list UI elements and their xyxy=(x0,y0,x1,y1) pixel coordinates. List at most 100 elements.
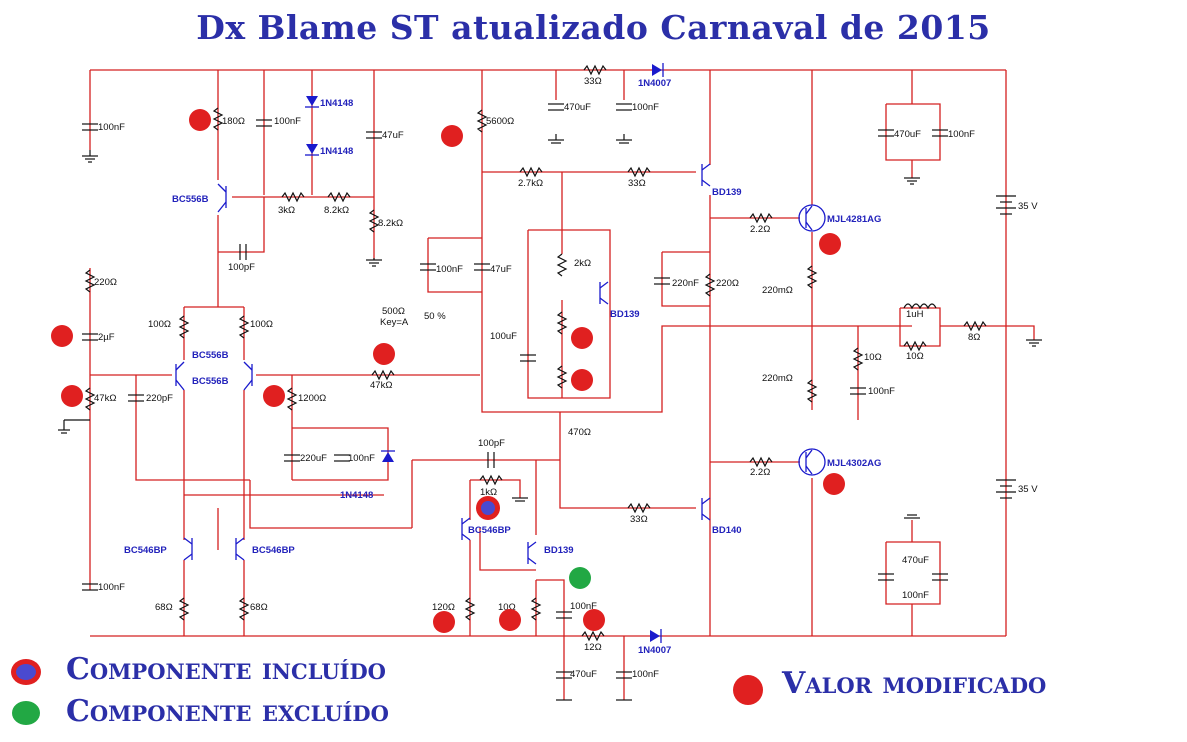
transistor-bd139-vbe xyxy=(599,281,609,305)
modified-dot xyxy=(373,343,395,365)
capacitor-47uf-top xyxy=(366,131,382,139)
capacitor-100nf-zob xyxy=(850,387,866,395)
resistor-220-right xyxy=(704,273,716,297)
label-q-bd139-bot: BD139 xyxy=(544,545,574,556)
legend-excluded-label: Componente excluído xyxy=(66,694,389,729)
label-c-100nf-in2: 100nF xyxy=(98,582,125,593)
label-d-1n4148-fb: 1N4148 xyxy=(340,490,373,501)
transistor-bc556b-l xyxy=(175,361,185,391)
label-r-220-right: 220Ω xyxy=(716,278,739,289)
inductor-1uh xyxy=(903,303,937,310)
transistor-bc556b-r xyxy=(243,361,253,391)
label-r-2k: 2kΩ xyxy=(574,258,591,269)
legend-included-icon-center xyxy=(16,664,36,680)
label-v-35-bot: 35 V xyxy=(1018,484,1038,495)
page-title: Dx Blame ST atualizado Carnaval de 2015 xyxy=(196,8,991,47)
label-c-100nf-top2: 100nF xyxy=(632,102,659,113)
resistor-33-bot xyxy=(627,502,651,514)
label-r-10-l: 10Ω xyxy=(906,351,924,362)
resistor-2k2-top xyxy=(749,212,773,224)
capacitor-100nf-in2 xyxy=(82,583,98,591)
label-pot-pct: 50 % xyxy=(424,311,446,322)
ground-right-top xyxy=(904,177,920,185)
label-c-100nf-mid: 100nF xyxy=(436,264,463,275)
label-r-220m-top: 220mΩ xyxy=(762,285,793,296)
transistor-bc546bp-r xyxy=(235,537,245,561)
label-r-10-bot: 10Ω xyxy=(498,602,516,613)
resistor-100-l xyxy=(178,315,190,339)
capacitor-100nf-in xyxy=(82,123,98,131)
resistor-10-bot xyxy=(530,597,542,621)
diode-1n4148-fb xyxy=(382,452,394,462)
capacitor-47uf-mid xyxy=(474,263,490,271)
label-pot-500: 500Ω xyxy=(382,306,405,317)
legend-modified-icon xyxy=(733,675,763,705)
label-q-bc546bp-vas: BC546BP xyxy=(468,525,511,536)
capacitor-100nf-top xyxy=(256,119,272,127)
resistor-8k2 xyxy=(327,191,351,203)
capacitor-100nf-mid xyxy=(420,263,436,271)
label-c-100nf-zob: 100nF xyxy=(868,386,895,397)
capacitor-100nf-top2 xyxy=(616,103,632,111)
transistor-mjl4302 xyxy=(798,448,826,476)
label-r-68-r: 68Ω xyxy=(250,602,268,613)
label-r-2k2-bot: 2.2Ω xyxy=(750,467,770,478)
diode-1n4148-b xyxy=(306,144,318,154)
ground-caps-top xyxy=(548,134,632,144)
transistor-bd139-top xyxy=(701,163,711,187)
resistor-3k xyxy=(281,191,305,203)
label-c-100nf-in: 100nF xyxy=(98,122,125,133)
legend-markers xyxy=(11,659,763,725)
resistor-2k2-bot xyxy=(749,456,773,468)
capacitor-220uf xyxy=(284,454,300,462)
label-q-bd140: BD140 xyxy=(712,525,742,536)
label-d-1n4148-a: 1N4148 xyxy=(320,98,353,109)
resistor-33-mid xyxy=(627,166,651,178)
resistor-1k xyxy=(479,474,503,486)
modified-dot xyxy=(823,473,845,495)
modified-dot xyxy=(441,125,463,147)
resistor-10-l xyxy=(903,340,927,352)
battery-35v-bot xyxy=(996,479,1016,499)
battery-35v-top xyxy=(996,195,1016,215)
capacitor-470uf-top xyxy=(548,103,564,111)
resistor-47k-fb xyxy=(371,369,395,381)
label-c-100nf-rb: 100nF xyxy=(902,590,929,601)
resistor-68-l xyxy=(178,597,190,621)
resistor-220m-bot xyxy=(806,379,818,403)
ground-out xyxy=(1026,339,1042,347)
grounds xyxy=(58,134,1042,701)
modified-dot xyxy=(819,233,841,255)
resistor-220-in xyxy=(84,269,96,293)
label-r-100-r: 100Ω xyxy=(250,319,273,330)
label-c-100nf-bot2: 100nF xyxy=(632,669,659,680)
capacitor-100pf-top xyxy=(239,244,247,260)
label-r-100-l: 100Ω xyxy=(148,319,171,330)
excluded-dot xyxy=(569,567,591,589)
label-c-470uf-rb: 470uF xyxy=(902,555,929,566)
modified-dot xyxy=(61,385,83,407)
label-d-1n4007-bot: 1N4007 xyxy=(638,645,671,656)
resistors xyxy=(84,64,987,642)
component-labels: 100nF 180Ω 100nF 1N4148 1N4148 47uF 5600… xyxy=(94,76,1038,680)
label-r-33-mid: 33Ω xyxy=(628,178,646,189)
resistor-120 xyxy=(464,597,476,621)
resistor-2k xyxy=(556,253,568,277)
label-q-bc556b-top: BC556B xyxy=(172,194,209,205)
resistor-5600 xyxy=(476,109,488,133)
modified-dot xyxy=(571,369,593,391)
capacitor-100nf-rb xyxy=(932,573,948,581)
capacitor-100pf-bot xyxy=(487,452,495,468)
label-r-8: 8Ω xyxy=(968,332,980,343)
ground-1k xyxy=(512,497,528,502)
label-r-220-in: 220Ω xyxy=(94,277,117,288)
ground-right-bot xyxy=(904,514,920,519)
label-r-8k2-v: 8.2kΩ xyxy=(378,218,403,229)
transistor-bd139-bot xyxy=(527,541,537,565)
resistor-470 xyxy=(556,365,568,389)
label-q-bc546bp-r: BC546BP xyxy=(252,545,295,556)
modified-dot xyxy=(263,385,285,407)
transistor-bc556b-top xyxy=(217,183,227,213)
resistor-33-top xyxy=(583,64,607,76)
